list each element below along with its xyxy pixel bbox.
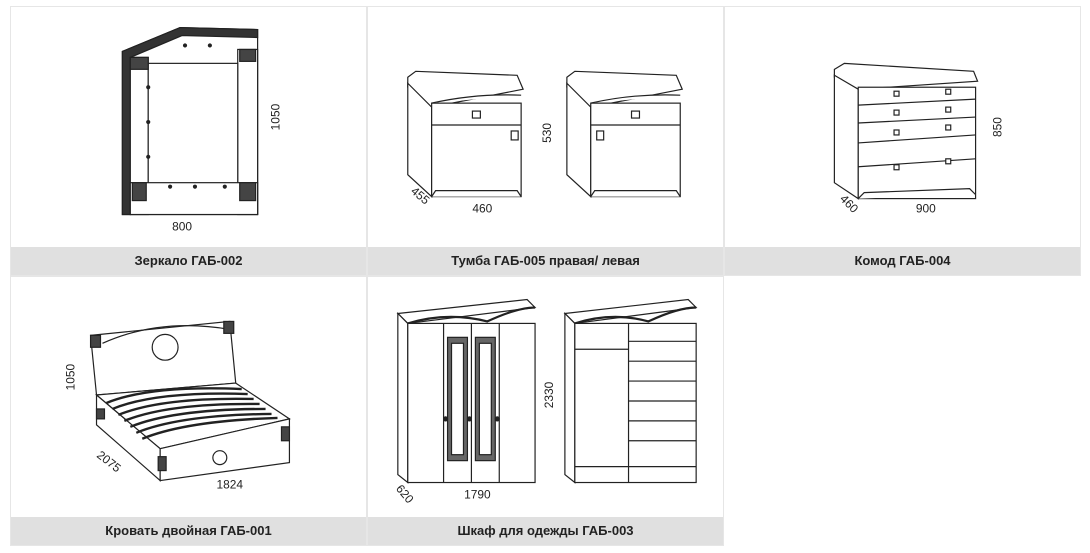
product-card-dresser[interactable]: 460 900 850 Комод ГАБ-004 (724, 6, 1081, 276)
dim-width: 800 (172, 219, 192, 233)
product-caption[interactable]: Комод ГАБ-004 (725, 247, 1080, 275)
dim-depth: 620 (393, 482, 417, 507)
dim-width: 1824 (217, 477, 244, 491)
product-caption[interactable]: Зеркало ГАБ-002 (11, 247, 366, 275)
product-image[interactable]: 455 460 530 (368, 7, 723, 247)
product-image[interactable]: 1050 2075 1824 (11, 277, 366, 517)
dresser-drawing-icon: 460 900 850 (833, 62, 1004, 216)
product-caption[interactable]: Тумба ГАБ-005 правая/ левая (368, 247, 723, 275)
dim-height: 1050 (64, 363, 78, 390)
dim-height: 850 (990, 117, 1004, 137)
dim-height: 1050 (268, 103, 282, 130)
dim-height: 530 (540, 123, 554, 143)
product-card-wardrobe[interactable]: 620 1790 2330 Шкаф для одежды ГАБ-003 (367, 276, 724, 546)
product-caption[interactable]: Кровать двойная ГАБ-001 (11, 517, 366, 545)
product-image[interactable]: 460 900 850 (725, 7, 1080, 247)
product-card-bed[interactable]: 1050 2075 1824 Кровать двойная ГАБ-001 (10, 276, 367, 546)
product-card-mirror[interactable]: 800 1050 Зеркало ГАБ-002 (10, 6, 367, 276)
product-caption[interactable]: Шкаф для одежды ГАБ-003 (368, 517, 723, 545)
dim-height: 2330 (542, 381, 556, 408)
dim-length: 2075 (94, 448, 124, 476)
dim-width: 1790 (464, 487, 491, 501)
double-bed-drawing-icon: 1050 2075 1824 (64, 320, 291, 491)
product-image[interactable]: 620 1790 2330 (368, 277, 723, 517)
product-image[interactable]: 800 1050 (11, 7, 366, 247)
dim-width: 460 (472, 202, 492, 216)
dim-width: 900 (916, 202, 936, 216)
mirror-drawing-icon: 800 1050 (121, 26, 282, 233)
nightstand-drawing-icon: 455 460 530 (407, 70, 684, 216)
wardrobe-drawing-icon: 620 1790 2330 (393, 298, 698, 507)
product-card-nightstand[interactable]: 455 460 530 Тумба ГАБ-005 правая/ левая (367, 6, 724, 276)
